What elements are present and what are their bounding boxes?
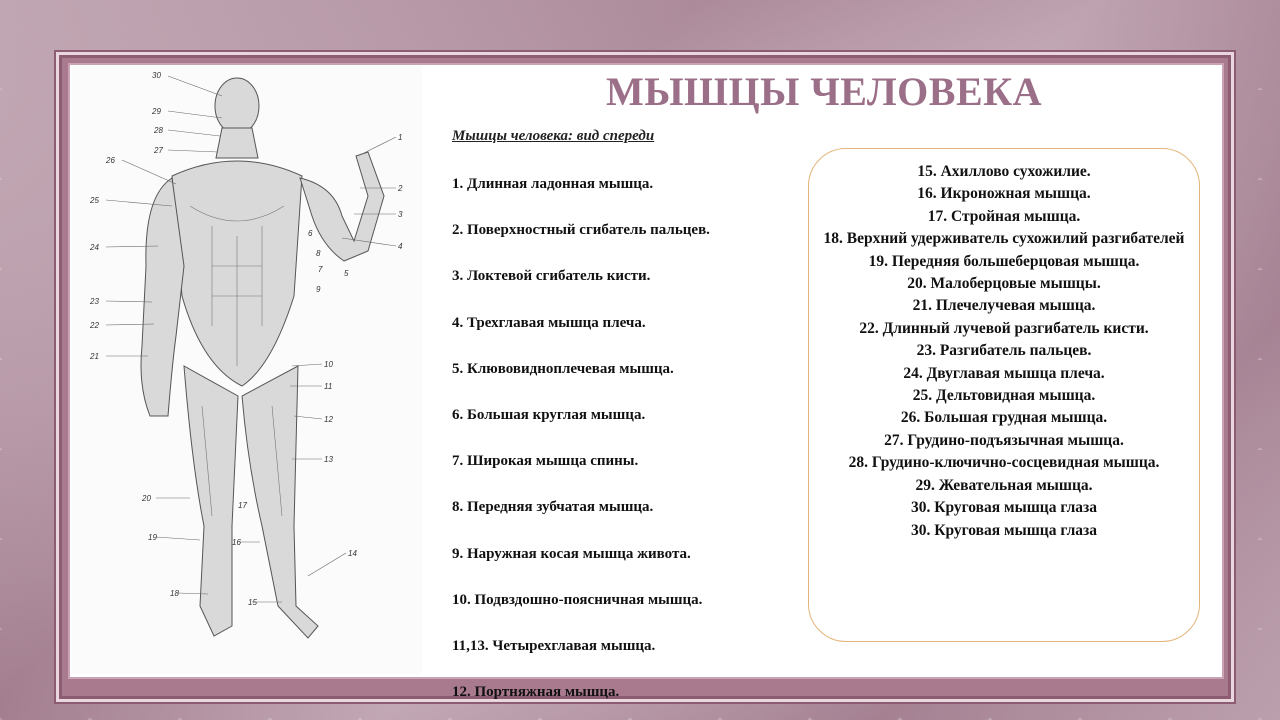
list-item: 7. Широкая мышца спины. (452, 453, 639, 470)
label-1: 1 (398, 133, 402, 142)
figure-leg-right (241, 365, 319, 639)
label-5: 5 (344, 269, 349, 278)
figure-neck (215, 127, 259, 159)
label-2: 2 (397, 184, 403, 193)
label-20: 20 (141, 494, 151, 503)
list-item: 28. Грудино-ключично-сосцевидная мышца. (848, 454, 1160, 472)
list-item: 8. Передняя зубчатая мышца. (452, 499, 654, 516)
figure-leg-left (183, 365, 239, 637)
list-item: 26. Большая грудная мышца. (900, 409, 1108, 427)
list-item: 24. Двуглавая мышца плеча. (903, 364, 1105, 382)
label-15: 15 (248, 598, 257, 607)
figure-arm-right (299, 151, 385, 262)
list-item: 12. Портняжная мышца. (452, 684, 620, 701)
label-3: 3 (398, 210, 403, 219)
figure-head (214, 77, 260, 135)
list-item: 20. Малоберцовые мышцы. (907, 275, 1101, 293)
label-11: 11 (324, 382, 332, 391)
right-muscle-list: 15. Ахиллово сухожилие. 16. Икроножная м… (809, 161, 1199, 542)
label-27: 27 (153, 146, 163, 155)
list-item: 10. Подвздошно-поясничная мышца. (452, 591, 703, 608)
label-10: 10 (324, 360, 333, 369)
list-item: 4. Трехглавая мышца плеча. (452, 314, 646, 331)
page-title: МЫШЦЫ ЧЕЛОВЕКА (606, 69, 1043, 114)
label-8: 8 (316, 249, 321, 258)
anatomy-figure: 30 29 28 27 26 25 24 23 22 21 20 19 18 1… (72, 66, 422, 674)
label-7: 7 (318, 265, 323, 274)
label-16: 16 (232, 538, 241, 547)
label-18: 18 (170, 589, 179, 598)
label-29: 29 (151, 107, 161, 116)
label-22: 22 (89, 321, 99, 330)
list-item: 11,13. Четырехглавая мышца. (452, 637, 656, 654)
label-25: 25 (89, 196, 99, 205)
label-19: 19 (148, 533, 157, 542)
label-14: 14 (348, 549, 357, 558)
list-item: 23. Разгибатель пальцев. (916, 342, 1092, 360)
list-item: 30. Круговая мышца глаза (910, 499, 1098, 517)
label-6: 6 (308, 229, 313, 238)
muscle-diagram: 30 29 28 27 26 25 24 23 22 21 20 19 18 1… (89, 71, 403, 639)
figure-arm-left (140, 177, 185, 417)
list-item: 27. Грудино-подъязычная мышца. (884, 431, 1124, 449)
list-item: 17. Стройная мышца. (927, 207, 1081, 225)
list-item: 18. Верхний удерживатель сухожилий разги… (823, 230, 1185, 248)
list-item: 3. Локтевой сгибатель кисти. (452, 268, 651, 285)
label-4: 4 (398, 242, 403, 251)
list-item: 2. Поверхностный сгибатель пальцев. (452, 222, 710, 239)
label-17: 17 (238, 501, 247, 510)
label-26: 26 (105, 156, 115, 165)
list-item: 30. Круговая мышца глаза (910, 521, 1098, 539)
list-item: 29. Жевательная мышца. (915, 476, 1093, 494)
label-13: 13 (324, 455, 333, 464)
list-item: 15. Ахиллово сухожилие. (917, 163, 1091, 180)
label-21: 21 (89, 352, 99, 361)
list-item: 19. Передняя большеберцовая мышца. (868, 252, 1140, 270)
label-9: 9 (316, 285, 321, 294)
subtitle: Мышцы человека: вид спереди (452, 128, 655, 144)
label-12: 12 (324, 415, 333, 424)
list-item: 9. Наружная косая мышца живота. (452, 545, 691, 562)
list-item: 16. Икроножная мышца. (917, 185, 1091, 203)
right-muscle-box: 15. Ахиллово сухожилие. 16. Икроножная м… (808, 148, 1200, 642)
list-item: 1. Длинная ладонная мышца. (452, 176, 654, 192)
list-item: 21. Плечелучевая мышца. (912, 297, 1096, 315)
list-item: 22. Длинный лучевой разгибатель кисти. (859, 319, 1149, 337)
list-item: 6. Большая круглая мышца. (452, 406, 646, 423)
left-muscle-list: 1. Длинная ладонная мышца. 2. Поверхност… (452, 174, 792, 720)
label-23: 23 (89, 297, 99, 306)
label-28: 28 (153, 126, 163, 135)
label-30: 30 (152, 71, 161, 80)
list-item: 25. Дельтовидная мышца. (912, 387, 1096, 405)
label-24: 24 (89, 243, 99, 252)
list-item: 5. Клювовидноплечевая мышца. (452, 360, 674, 377)
